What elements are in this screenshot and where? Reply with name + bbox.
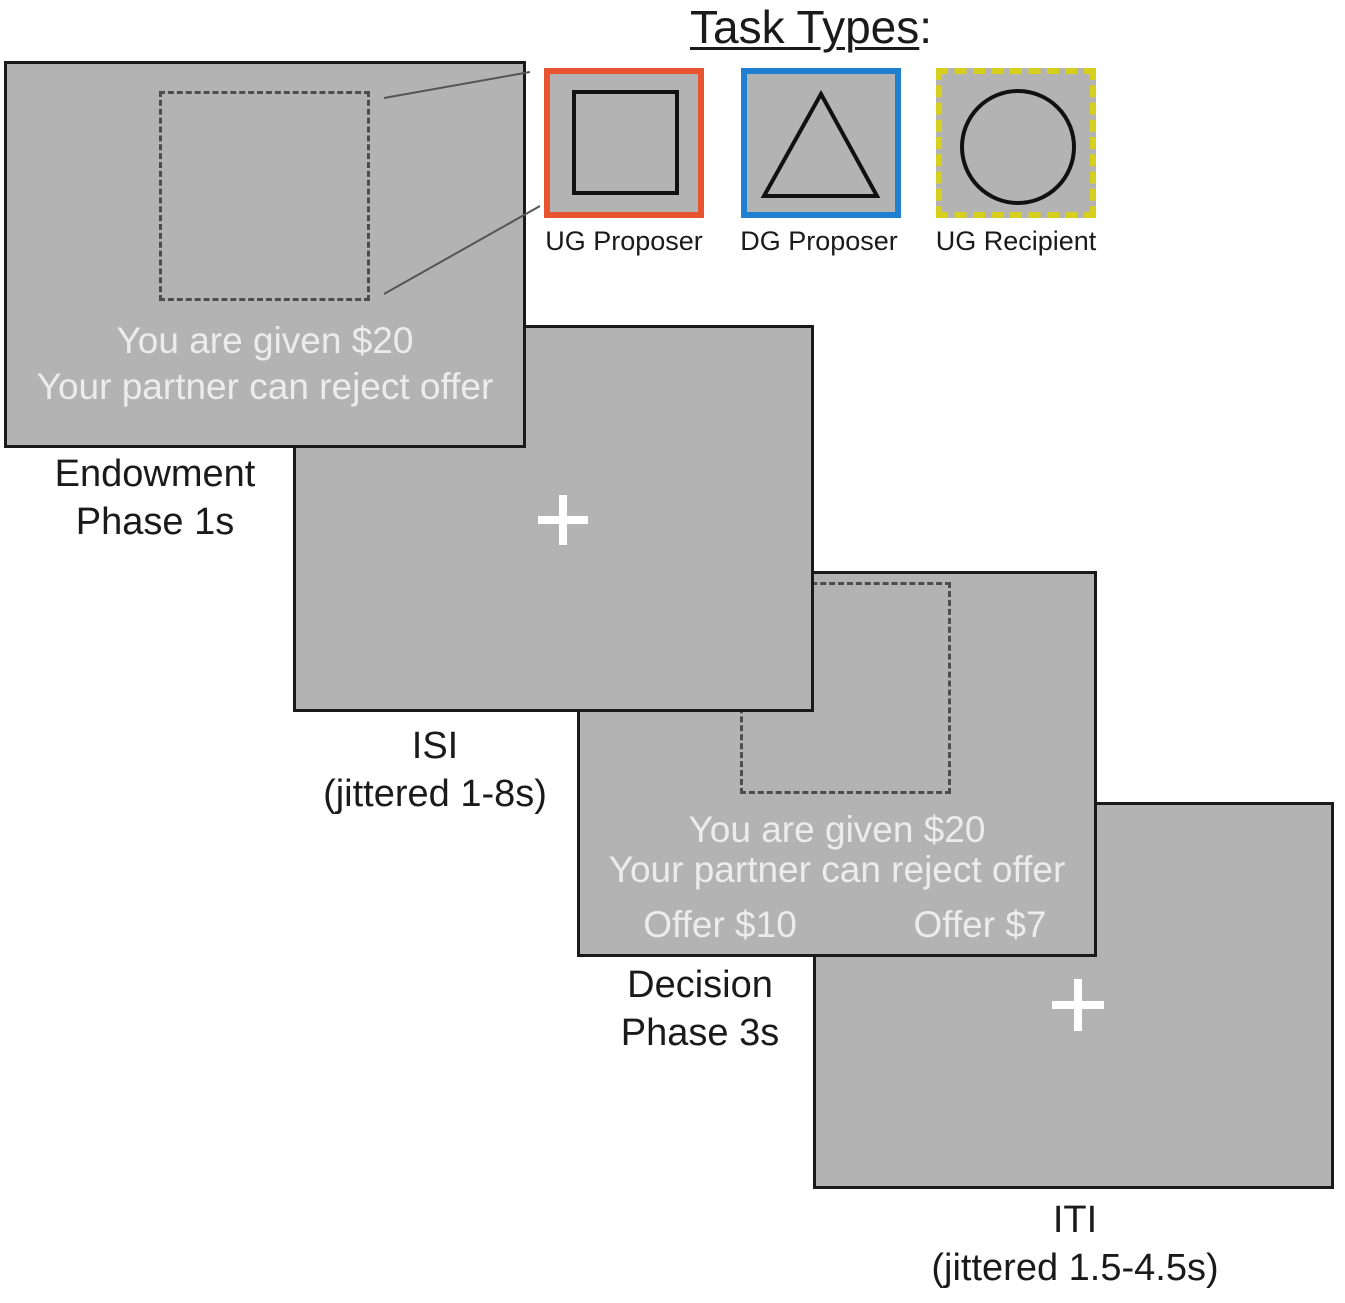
endowment-task-cue-placeholder <box>159 91 370 301</box>
endowment-caption-title: Endowment <box>54 453 256 495</box>
iti-caption-duration: (jittered 1.5-4.5s) <box>931 1247 1219 1289</box>
decision-caption-title: Decision <box>627 964 773 1006</box>
dg-proposer-label: DG Proposer <box>740 226 898 256</box>
decision-caption-duration: Phase 3s <box>620 1012 780 1054</box>
dg-proposer-task-icon <box>741 68 901 218</box>
endowment-screen: You are given $20 Your partner can rejec… <box>4 61 526 448</box>
task-types-title-text: Task Types <box>690 1 920 53</box>
offer-left-option: Offer $10 <box>643 904 797 945</box>
decision-endowment-text: You are given $20 <box>688 809 986 850</box>
fixation-cross-icon <box>1052 979 1104 1031</box>
offer-right-option: Offer $7 <box>913 904 1047 945</box>
connector-line-top <box>383 71 531 99</box>
iti-caption-title: ITI <box>1052 1199 1098 1241</box>
fixation-cross-icon <box>538 495 588 545</box>
endowment-reject-text: Your partner can reject offer <box>36 366 494 407</box>
iti-caption: ITI (jittered 1.5-4.5s) <box>910 1196 1240 1292</box>
endowment-amount-text: You are given $20 <box>116 320 414 361</box>
decision-caption: Decision Phase 3s <box>580 961 820 1057</box>
circle-icon <box>960 89 1076 205</box>
endowment-caption: Endowment Phase 1s <box>20 450 290 546</box>
ug-proposer-label: UG Proposer <box>545 226 703 256</box>
ug-recipient-label: UG Recipient <box>935 226 1097 256</box>
ug-proposer-task-icon <box>544 68 704 218</box>
decision-screen: You are given $20 Your partner can rejec… <box>577 571 1097 957</box>
decision-reject-text: Your partner can reject offer <box>608 849 1066 890</box>
task-types-title-colon: : <box>919 1 933 53</box>
endowment-caption-duration: Phase 1s <box>75 501 235 543</box>
triangle-icon <box>760 89 881 198</box>
ug-recipient-task-icon <box>936 68 1096 218</box>
connector-line-bottom <box>383 205 541 295</box>
isi-caption-duration: (jittered 1-8s) <box>323 773 547 815</box>
isi-caption-title: ISI <box>411 725 459 767</box>
isi-caption: ISI (jittered 1-8s) <box>290 722 580 818</box>
task-types-title: Task Types: <box>690 4 932 50</box>
square-icon <box>572 90 679 195</box>
